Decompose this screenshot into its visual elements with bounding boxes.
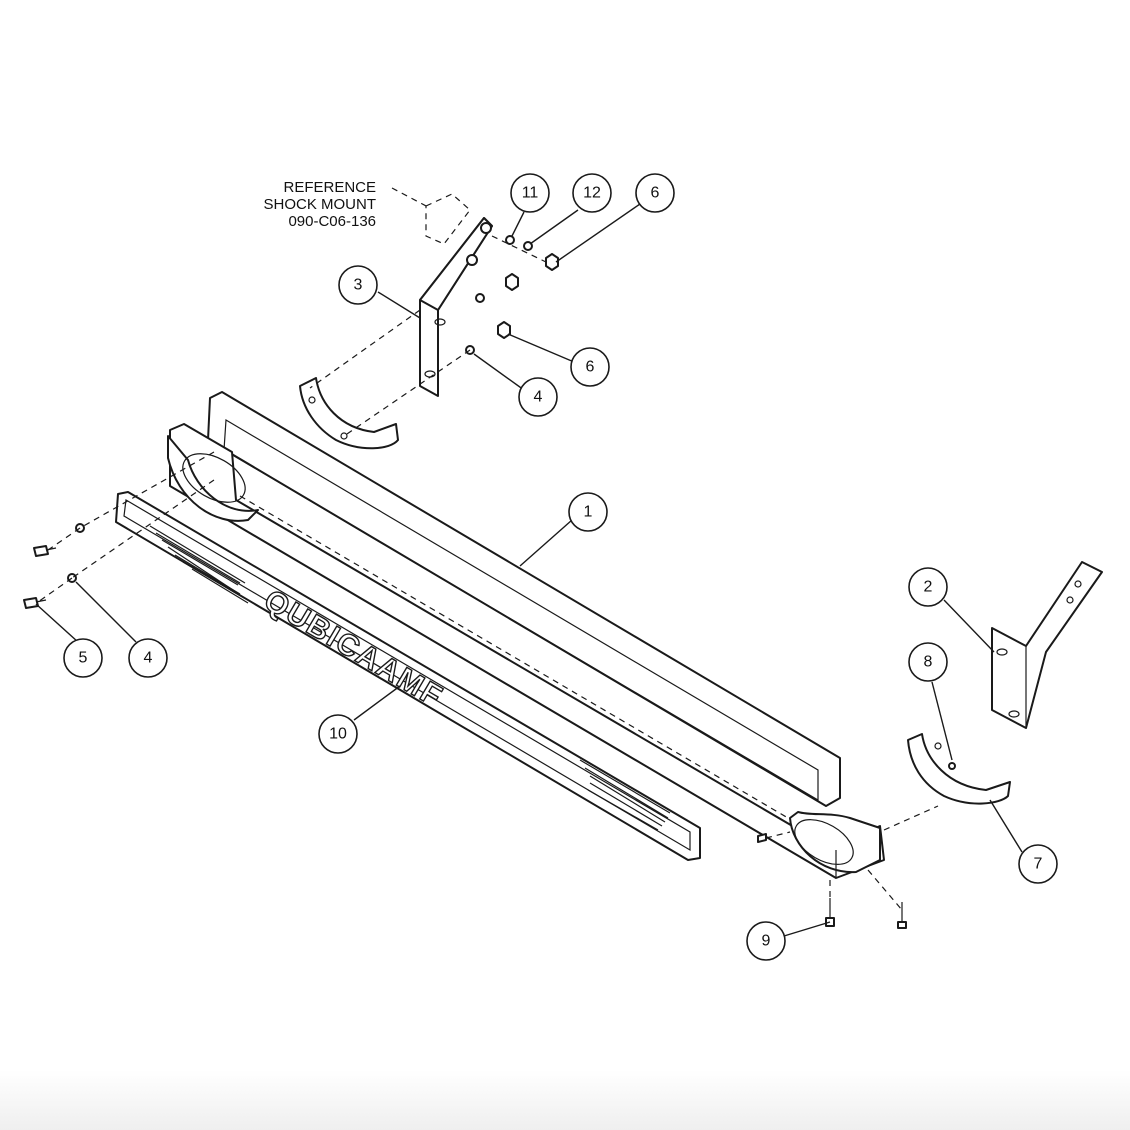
svg-text:11: 11: [522, 185, 539, 202]
assembly-lines: [37, 235, 939, 911]
nut-6-mid: [505, 273, 519, 291]
svg-text:7: 7: [1034, 856, 1043, 873]
balloon-7: 7: [1018, 844, 1058, 884]
balloon-6-mid: 6: [570, 347, 610, 387]
balloon-5: 5: [63, 638, 103, 678]
balloon-6-top: 6: [635, 173, 675, 213]
shock-mount-shell-upper: [299, 377, 399, 450]
svg-text:9: 9: [762, 933, 771, 950]
screw-right: [897, 902, 907, 929]
balloon-2: 2: [908, 567, 948, 607]
bracket-part-3: [419, 217, 493, 397]
svg-text:4: 4: [534, 389, 543, 406]
bottom-shadow: [0, 1070, 1130, 1130]
bracket-part-2: [991, 561, 1103, 729]
reference-line-2: SHOCK MOUNT: [264, 196, 377, 213]
svg-text:1: 1: [584, 504, 593, 521]
screw-5-upper: [33, 545, 57, 557]
svg-text:12: 12: [583, 185, 601, 202]
balloon-1: 1: [568, 492, 608, 532]
balloon-10: 10: [318, 714, 358, 754]
screw-9: [825, 898, 835, 927]
svg-text:10: 10: [329, 726, 347, 743]
shock-mount-shell-part-7: [907, 733, 1011, 805]
balloon-8: 8: [908, 642, 948, 682]
washer-8: [948, 762, 956, 770]
reference-note: REFERENCE SHOCK MOUNT 090-C06-136: [264, 179, 377, 230]
svg-text:8: 8: [924, 654, 933, 671]
svg-text:6: 6: [651, 185, 660, 202]
reference-shock-mount: [391, 187, 471, 245]
balloons: 11 12 6 3 6 4 1 2 8 5 4 10 7 9: [63, 173, 1058, 961]
balloon-11: 11: [510, 173, 550, 213]
svg-text:2: 2: [924, 579, 933, 596]
reference-line-1: REFERENCE: [283, 179, 376, 196]
svg-text:4: 4: [144, 650, 153, 667]
washer-11: [505, 235, 515, 245]
balloon-4-lower: 4: [128, 638, 168, 678]
balloon-12: 12: [572, 173, 612, 213]
nut-6-top: [545, 253, 559, 271]
svg-text:5: 5: [79, 650, 88, 667]
leader-lines: [35, 203, 1023, 937]
logo-text: QUBICAAMF: [258, 584, 448, 715]
svg-text:6: 6: [586, 359, 595, 376]
reference-line-3: 090-C06-136: [288, 213, 376, 230]
bumper-bar-part-1: [167, 391, 885, 879]
nut-6-lower: [497, 321, 511, 339]
balloon-9: 9: [746, 921, 786, 961]
svg-text:3: 3: [354, 277, 363, 294]
screw-right-side: [757, 833, 767, 843]
balloon-3: 3: [338, 265, 378, 305]
screw-5-lower: [23, 597, 47, 609]
balloon-4-upper: 4: [518, 377, 558, 417]
